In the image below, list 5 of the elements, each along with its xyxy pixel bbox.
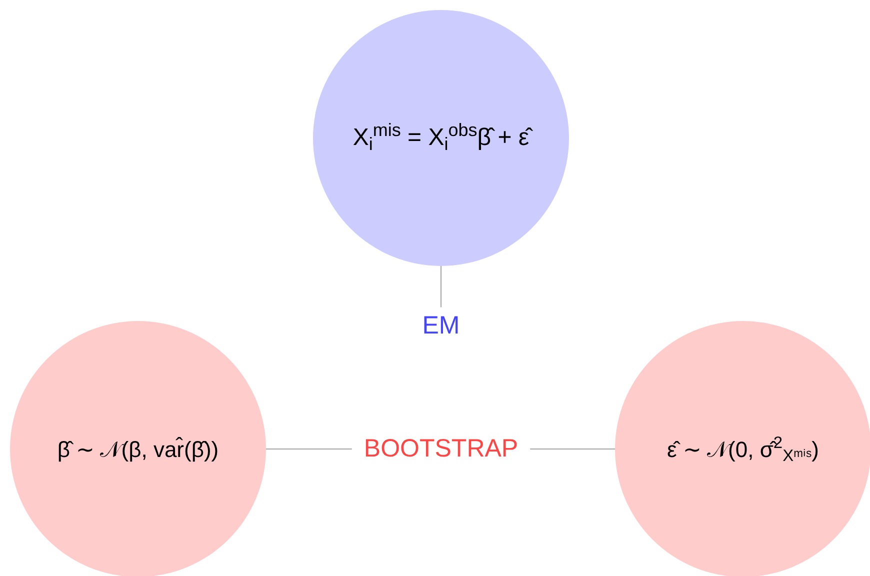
connector-line (530, 448, 615, 450)
connector-line (440, 266, 442, 308)
node-label: BOOTSTRAP (352, 430, 530, 468)
connector-line (266, 448, 352, 450)
node-label: EM (414, 307, 468, 345)
